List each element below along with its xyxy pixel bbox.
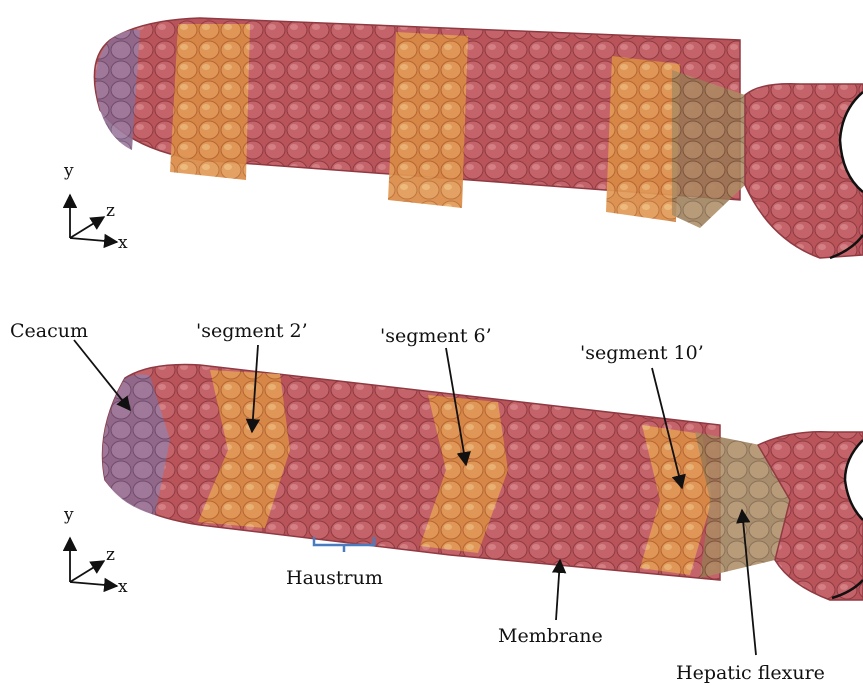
top-panel: y z x [63, 18, 863, 258]
top-z-axis-label: z [106, 201, 115, 221]
ceacum-arrow [74, 340, 130, 410]
membrane-arrow [556, 560, 560, 620]
top-flexure [672, 70, 745, 228]
bottom-panel: Ceacum 'segment 2’ 'segment 6’ 'segment … [10, 320, 863, 684]
bottom-z-axis-label: z [106, 545, 115, 565]
bottom-tube-body [103, 365, 721, 580]
bottom-x-axis-label: x [118, 577, 128, 597]
top-y-axis-label: y [63, 161, 74, 181]
bottom-z-axis-arrow [70, 561, 104, 582]
top-right-tube [745, 84, 863, 258]
top-segment-band-3 [606, 56, 680, 222]
segment6-label: 'segment 6’ [380, 325, 492, 347]
top-x-axis-arrow [70, 238, 117, 242]
top-axes: y z x [63, 161, 128, 253]
segment10-label: 'segment 10’ [580, 342, 704, 364]
membrane-label: Membrane [498, 625, 603, 647]
top-x-axis-label: x [118, 233, 128, 253]
haustrum-label: Haustrum [286, 567, 383, 589]
ceacum-label: Ceacum [10, 320, 88, 342]
segment2-label: 'segment 2’ [196, 320, 308, 342]
hepatic-flexure-label: Hepatic flexure [676, 662, 825, 684]
top-segment-band-1 [170, 24, 250, 180]
bottom-axes: y z x [63, 505, 128, 597]
top-colon-tube [94, 18, 863, 258]
bottom-x-axis-arrow [70, 582, 117, 586]
top-z-axis-arrow [70, 217, 104, 238]
bottom-y-axis-label: y [63, 505, 74, 525]
bottom-colon-tube [103, 365, 863, 600]
top-segment-band-2 [388, 32, 468, 208]
